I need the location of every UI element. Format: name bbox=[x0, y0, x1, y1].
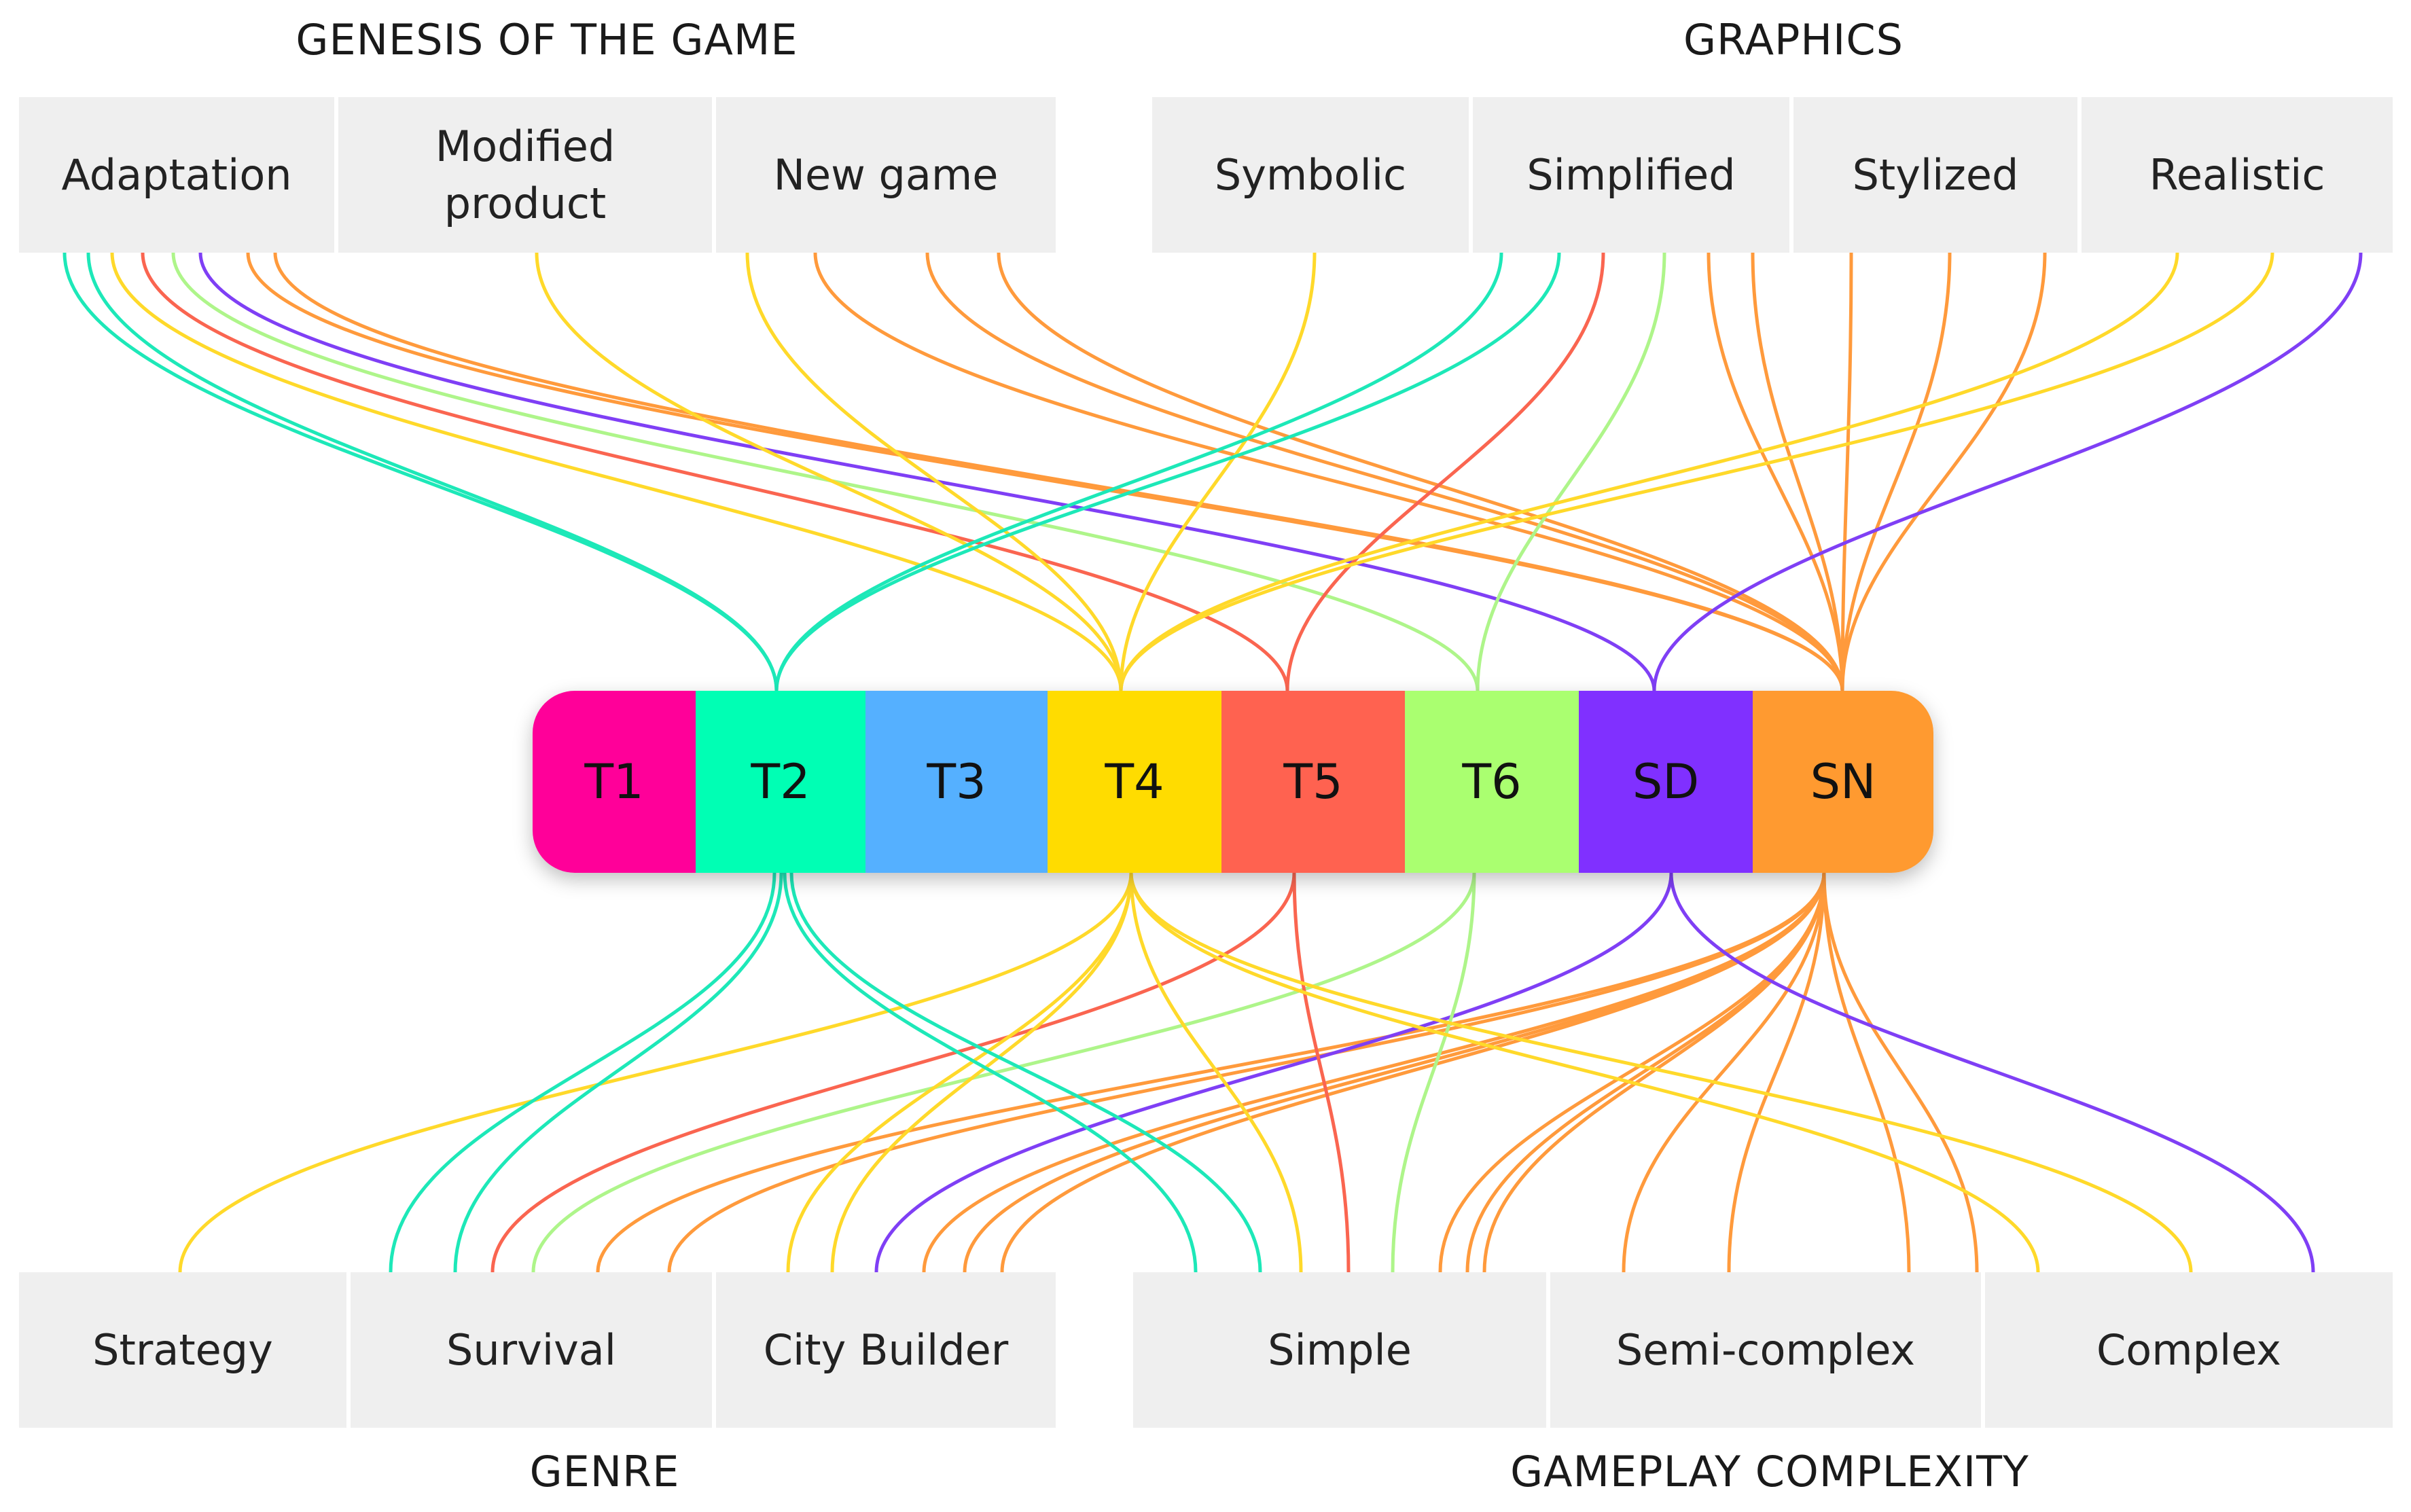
connection-line-bottom-sn-6 bbox=[667, 872, 1826, 1273]
connection-line-top-t4-2 bbox=[110, 252, 1123, 691]
connection-line-bottom-sn-24 bbox=[1822, 872, 1979, 1273]
connection-line-bottom-t2-1 bbox=[389, 872, 776, 1273]
connection-line-top-sn-19 bbox=[1751, 252, 1844, 691]
connection-line-bottom-sd-9 bbox=[874, 872, 1673, 1273]
connection-line-top-sn-21 bbox=[1840, 252, 1952, 691]
connection-line-top-sd-5 bbox=[198, 252, 1656, 691]
connection-line-bottom-t4-25 bbox=[1129, 872, 2040, 1273]
option-simple: Simple bbox=[1133, 1272, 1546, 1428]
connection-line-bottom-sn-21 bbox=[1622, 872, 1826, 1273]
connection-line-bottom-t4-8 bbox=[830, 872, 1133, 1273]
connection-line-top-t5-16 bbox=[1285, 252, 1605, 691]
type-t3: T3 bbox=[865, 691, 1048, 873]
connection-line-top-t2-0 bbox=[62, 252, 779, 691]
connection-line-bottom-sn-10 bbox=[922, 872, 1826, 1273]
option-city-builder: City Builder bbox=[716, 1272, 1056, 1428]
connection-line-top-sn-12 bbox=[997, 252, 1844, 691]
option-symbolic: Symbolic bbox=[1152, 97, 1469, 253]
connection-line-bottom-sn-22 bbox=[1727, 872, 1826, 1273]
connection-line-bottom-t5-3 bbox=[490, 872, 1296, 1273]
connection-line-bottom-sn-23 bbox=[1822, 872, 1911, 1273]
option-simplified: Simplified bbox=[1473, 97, 1789, 253]
heading-genre: GENRE bbox=[529, 1447, 680, 1496]
connection-line-bottom-t4-26 bbox=[1129, 872, 2193, 1273]
connection-line-bottom-t4-7 bbox=[786, 872, 1133, 1273]
heading-graphics: GRAPHICS bbox=[1683, 15, 1904, 65]
connection-line-bottom-t6-4 bbox=[531, 872, 1476, 1273]
type-bar: T1 T2 T3 T4 T5 T6 SD SN bbox=[533, 691, 1933, 873]
connection-line-top-sn-11 bbox=[925, 252, 1844, 691]
connection-line-top-sn-7 bbox=[273, 252, 1844, 691]
type-t2: T2 bbox=[696, 691, 865, 873]
connection-line-top-t4-9 bbox=[745, 252, 1123, 691]
connection-line-top-t4-24 bbox=[1119, 252, 2274, 691]
type-sd: SD bbox=[1579, 691, 1753, 873]
connection-line-bottom-sn-11 bbox=[963, 872, 1826, 1273]
connection-line-bottom-sn-5 bbox=[596, 872, 1826, 1273]
connection-line-top-sn-20 bbox=[1840, 252, 1853, 691]
type-t5: T5 bbox=[1221, 691, 1405, 873]
connection-line-top-sn-10 bbox=[813, 252, 1844, 691]
heading-genesis: GENESIS OF THE GAME bbox=[296, 15, 798, 65]
option-modified-product: Modified product bbox=[338, 97, 712, 253]
connection-line-bottom-t2-14 bbox=[789, 872, 1262, 1273]
connection-line-top-sn-22 bbox=[1840, 252, 2047, 691]
type-t6: T6 bbox=[1405, 691, 1579, 873]
option-semi-complex: Semi-complex bbox=[1550, 1272, 1981, 1428]
type-t4: T4 bbox=[1048, 691, 1221, 873]
connection-line-bottom-t5-16 bbox=[1292, 872, 1351, 1273]
connection-line-bottom-t2-2 bbox=[453, 872, 783, 1273]
connection-line-top-t6-4 bbox=[171, 252, 1480, 691]
connection-line-top-t5-3 bbox=[141, 252, 1289, 691]
option-strategy: Strategy bbox=[19, 1272, 346, 1428]
connection-line-top-t4-8 bbox=[535, 252, 1123, 691]
option-stylized: Stylized bbox=[1793, 97, 2077, 253]
connection-line-top-sn-6 bbox=[246, 252, 1844, 691]
connection-line-bottom-t2-13 bbox=[783, 872, 1198, 1273]
connection-line-top-t6-17 bbox=[1476, 252, 1666, 691]
type-t1: T1 bbox=[533, 691, 696, 873]
connection-line-bottom-t6-17 bbox=[1391, 872, 1476, 1273]
heading-complexity: GAMEPLAY COMPLEXITY bbox=[1510, 1447, 2029, 1496]
connection-line-top-t2-15 bbox=[774, 252, 1561, 691]
connection-lines bbox=[62, 252, 2363, 1273]
option-adaptation: Adaptation bbox=[19, 97, 334, 253]
option-survival: Survival bbox=[351, 1272, 712, 1428]
option-realistic: Realistic bbox=[2082, 97, 2393, 253]
type-sn: SN bbox=[1753, 691, 1933, 873]
connection-line-top-sn-18 bbox=[1707, 252, 1844, 691]
connection-line-bottom-t4-15 bbox=[1129, 872, 1303, 1273]
option-complex: Complex bbox=[1985, 1272, 2393, 1428]
option-new-game: New game bbox=[716, 97, 1056, 253]
connection-line-top-t2-1 bbox=[86, 252, 779, 691]
connection-line-top-sd-25 bbox=[1652, 252, 2363, 691]
connection-line-bottom-sd-27 bbox=[1669, 872, 2315, 1273]
connection-line-bottom-t4-0 bbox=[178, 872, 1133, 1273]
connection-line-top-t4-13 bbox=[1119, 252, 1317, 691]
connection-line-bottom-sn-12 bbox=[1000, 872, 1826, 1273]
connection-line-top-t4-23 bbox=[1119, 252, 2179, 691]
connection-line-top-t2-14 bbox=[774, 252, 1503, 691]
